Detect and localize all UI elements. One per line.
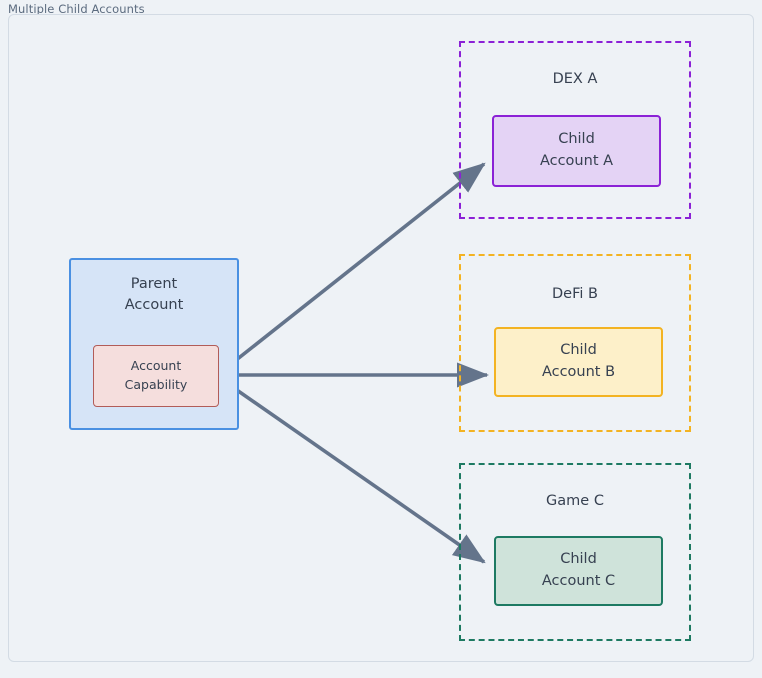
child-account-a-line1: Child <box>558 131 595 148</box>
parent-account-title-line2: Account <box>124 297 184 314</box>
diagram-title: Multiple Child Accounts <box>8 2 145 16</box>
parent-account-title: Parent Account <box>71 274 237 316</box>
account-capability-label-line1: Account <box>130 358 182 374</box>
account-capability-label-line2: Capability <box>124 377 188 392</box>
group-game-c-label: Game C <box>546 493 604 509</box>
child-account-a-line2: Account A <box>539 153 614 169</box>
child-account-a-node[interactable]: Child Account A <box>492 115 661 187</box>
group-dex-a-label: DEX A <box>552 71 598 87</box>
child-account-c-line1: Child <box>560 551 597 568</box>
group-dex-a: DEX A <box>459 41 691 219</box>
child-account-b-line1: Child <box>560 342 597 359</box>
group-game-c: Game C <box>459 463 691 641</box>
group-defi-b: DeFi B <box>459 254 691 432</box>
child-account-c-node[interactable]: Child Account C <box>494 536 663 606</box>
child-account-b-node[interactable]: Child Account B <box>494 327 663 397</box>
parent-account-title-line1: Parent <box>130 276 178 292</box>
child-account-b-line2: Account B <box>541 364 616 380</box>
child-account-c-line2: Account C <box>541 573 616 589</box>
group-defi-b-label: DeFi B <box>552 286 598 302</box>
account-capability-node[interactable]: Account Capability <box>93 345 219 407</box>
